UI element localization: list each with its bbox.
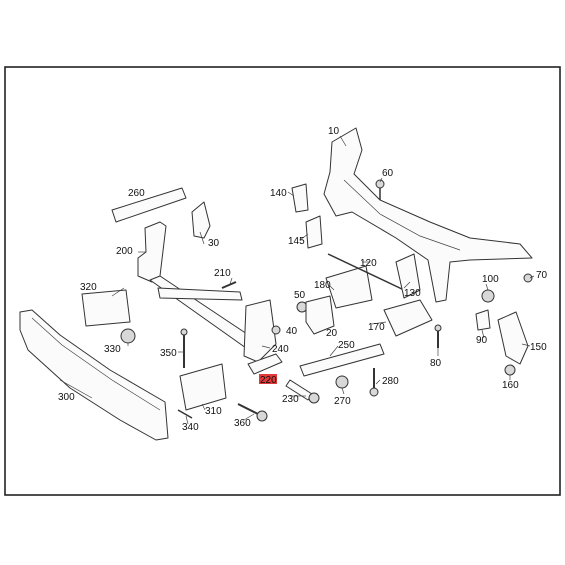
callout-300: 300	[58, 392, 75, 403]
part-bracket-20[interactable]	[305, 295, 335, 335]
callout-260: 260	[128, 188, 145, 199]
part-bolt-230[interactable]	[285, 379, 313, 401]
part-clip-90[interactable]	[475, 309, 491, 331]
part-bolt-360[interactable]	[237, 403, 259, 415]
callout-340: 340	[182, 422, 199, 433]
callout-40: 40	[286, 326, 298, 337]
callout-180: 180	[314, 280, 331, 291]
callout-10: 10	[328, 126, 340, 137]
part-screw-340[interactable]	[177, 409, 193, 419]
part-nut-330[interactable]	[120, 328, 136, 344]
callout-50: 50	[294, 290, 306, 301]
part-bracket-130[interactable]	[395, 253, 421, 299]
callout-80: 80	[430, 358, 442, 369]
callout-140: 140	[270, 188, 287, 199]
part-center-mount[interactable]	[243, 299, 277, 363]
callout-130: 130	[404, 288, 421, 299]
part-upper-bar[interactable]	[111, 187, 187, 223]
callout-20: 20	[326, 328, 338, 339]
callout-270: 270	[334, 396, 351, 407]
part-bracket-plate[interactable]	[81, 289, 131, 327]
part-bumper-beam[interactable]	[19, 309, 169, 441]
part-nut-70[interactable]	[523, 273, 533, 283]
part-bracket-140[interactable]	[291, 183, 309, 213]
part-170[interactable]	[383, 299, 433, 337]
callout-310: 310	[205, 406, 222, 417]
callout-240: 240	[272, 344, 289, 355]
part-bracket-180[interactable]	[325, 265, 373, 309]
callout-220-highlight	[259, 374, 277, 384]
part-strip-250[interactable]	[299, 343, 385, 377]
part-nut-270[interactable]	[335, 375, 349, 389]
callout-330: 330	[104, 344, 121, 355]
callout-250: 250	[338, 340, 355, 351]
part-145[interactable]	[305, 215, 323, 249]
callout-350: 350	[160, 348, 177, 359]
part-bracket-150[interactable]	[497, 311, 529, 365]
part-nut-160[interactable]	[504, 364, 516, 376]
part-bracket-220[interactable]	[247, 353, 283, 375]
callout-150: 150	[530, 342, 547, 353]
part-crossbar-side[interactable]	[157, 287, 243, 301]
diagram-frame	[4, 66, 561, 496]
callout-280: 280	[382, 376, 399, 387]
part-carrier-10[interactable]	[323, 127, 533, 303]
part-nut-100[interactable]	[481, 289, 495, 303]
callout-90: 90	[476, 335, 488, 346]
callout-320: 320	[80, 282, 97, 293]
callout-360: 360	[234, 418, 251, 429]
part-lower-bracket[interactable]	[179, 363, 227, 411]
callout-100: 100	[482, 274, 499, 285]
callout-60: 60	[382, 168, 394, 179]
callout-70: 70	[536, 270, 548, 281]
callout-160: 160	[502, 380, 519, 391]
part-bolt-60[interactable]	[375, 179, 385, 189]
callout-170: 170	[368, 322, 385, 333]
callout-30: 30	[208, 238, 220, 249]
callout-210: 210	[214, 268, 231, 279]
callout-120: 120	[360, 258, 377, 269]
callout-200: 200	[116, 246, 133, 257]
part-clip-30[interactable]	[191, 201, 211, 239]
callout-220[interactable]: 220	[260, 375, 277, 386]
part-nut-40[interactable]	[271, 325, 281, 335]
callout-145: 145	[288, 236, 305, 247]
part-bolt-210[interactable]	[221, 281, 237, 289]
part-rod-120[interactable]	[327, 253, 405, 291]
callout-230: 230	[282, 394, 299, 405]
